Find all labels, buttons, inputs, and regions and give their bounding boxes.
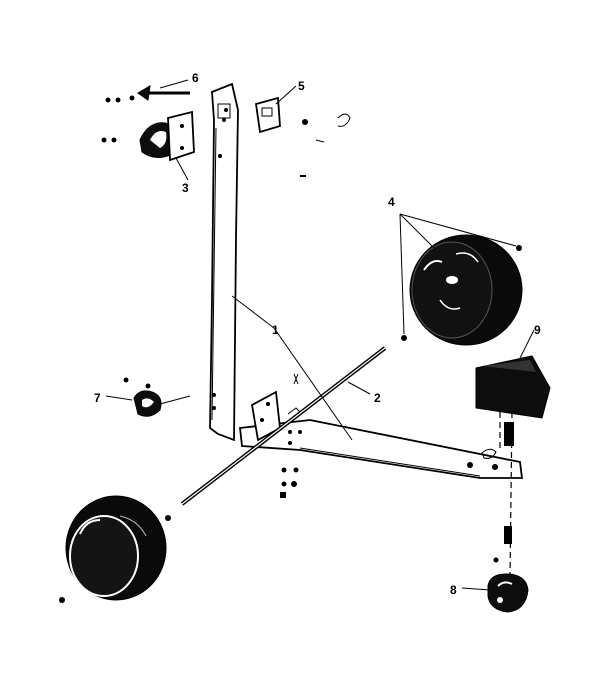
wheel-4 (399, 213, 523, 346)
caster-8 (487, 411, 529, 613)
callout-5: 5 (298, 79, 305, 93)
axle-hardware (280, 467, 299, 498)
callout-7: 7 (94, 391, 101, 405)
caster-roller-3 (139, 110, 195, 162)
right-hardware (300, 113, 351, 177)
callout-3: 3 (182, 181, 189, 195)
frame-horizontal-bar (239, 419, 524, 479)
callout-1: 1 (272, 323, 279, 337)
wheel-front-left (59, 495, 167, 603)
frame-vertical-bar (209, 82, 239, 442)
callout-9: 9 (534, 323, 541, 337)
callout-8: 8 (450, 583, 457, 597)
top-hardware (101, 85, 190, 143)
clamp-7 (123, 377, 191, 417)
callout-2: 2 (374, 391, 381, 405)
cover-block-9 (475, 355, 551, 419)
callout-6: 6 (192, 71, 199, 85)
bracket-plate-5 (254, 96, 281, 134)
callout-4: 4 (388, 195, 395, 209)
leader-lines (105, 79, 535, 591)
axle-rod (165, 346, 387, 521)
